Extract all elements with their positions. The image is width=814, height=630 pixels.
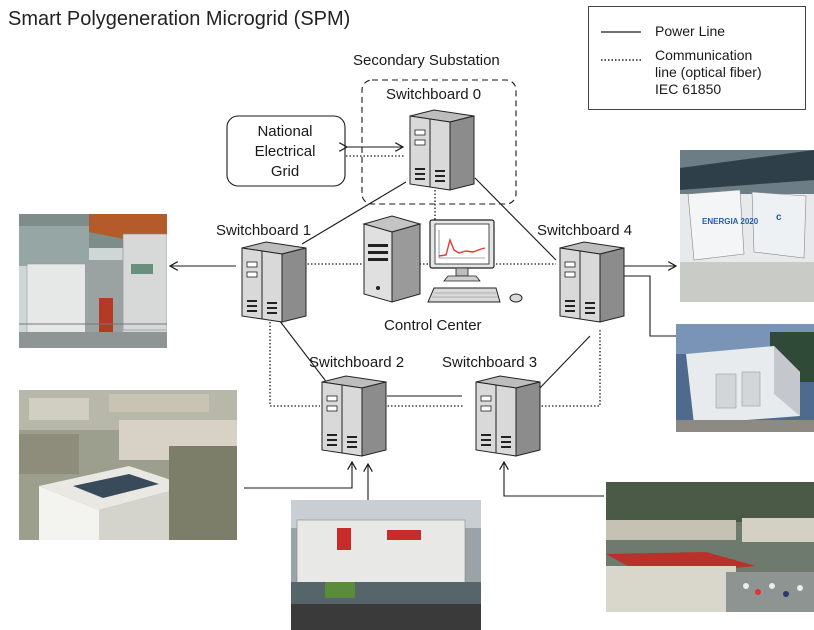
switchboard-4-cabinet [559,241,625,323]
national-grid-label-1: National [257,123,313,140]
switchboard-3-label: Switchboard 3 [442,354,538,371]
secondary-substation-box [361,79,517,205]
switchboard-2-label: Switchboard 2 [309,354,405,371]
secondary-substation-label: Secondary Substation [353,52,500,69]
photo-sb1-unit [19,214,167,348]
switchboard-4-label: Switchboard 4 [537,222,633,239]
monitor-icon [427,219,523,303]
switchboard-0-label: Switchboard 0 [386,86,482,103]
server-tower-icon [362,215,422,303]
photo-sb3-campus [606,482,814,612]
legend-comm-line-label-2: line (optical fiber) [655,64,762,80]
switchboard-1-label: Switchboard 1 [216,222,312,239]
monitor-chart-line [438,237,486,257]
legend-comm-line-label-3: IEC 61850 [655,81,722,97]
diagram-title: Smart Polygeneration Microgrid (SPM) [8,8,351,30]
switchboard-0-cabinet [409,109,475,191]
legend: Power Line Communication line (optical f… [588,6,806,110]
switchboard-3-cabinet [475,375,541,457]
national-grid-label-2: Electrical [254,143,316,160]
photo-sb4-charging: ENERGIA 2020 c [680,150,814,302]
switchboard-2-cabinet [321,375,387,457]
legend-power-line-label: Power Line [655,23,726,39]
photo-rooftop-pv [19,390,237,540]
legend-comm-line-label-1: Communication [655,47,753,63]
control-center-label: Control Center [384,317,482,334]
photo-sign-text: ENERGIA 2020 [702,217,759,226]
photo-sb2-container [291,500,481,630]
national-grid-label-3: Grid [270,163,300,180]
photo-sign-letter: c [776,212,782,223]
switchboard-1-cabinet [241,241,307,323]
photo-sb4-storage [676,324,814,432]
